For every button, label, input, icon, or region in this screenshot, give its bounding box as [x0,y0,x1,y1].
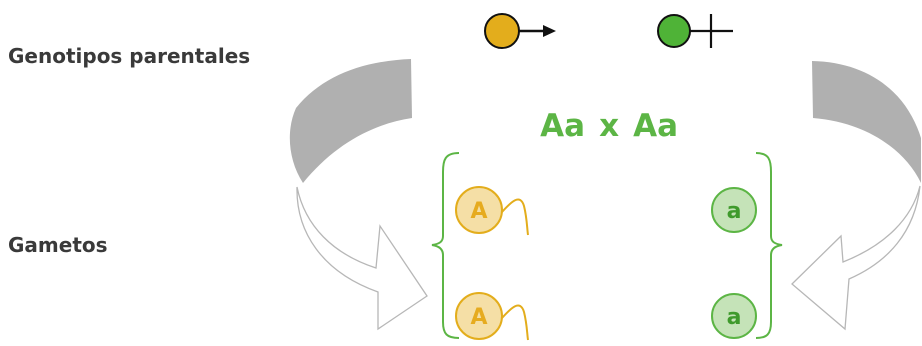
gamete-egg-a-2: a [711,293,757,339]
gamete-allele-label: A [470,199,487,224]
gamete-sperm-A-1: A [455,186,529,236]
right-curved-arrow-body-icon [812,61,921,183]
gamete-allele-label: A [470,305,487,330]
gamete-egg-a-1: a [711,187,757,233]
male-genotype: Aa [540,108,586,144]
sperm-tail-icon [501,198,529,236]
left-brace-icon [431,152,460,339]
male-symbol-icon [484,13,556,49]
gamete-allele-label: a [727,199,742,224]
parental-genotypes-label: Genotipos parentales [8,44,251,68]
gametes-label: Gametos [8,233,108,257]
cross-operator: x [599,108,620,144]
sperm-tail-icon [501,304,529,341]
gamete-allele-label: a [727,305,742,330]
left-curved-arrow-body-icon [289,59,412,183]
female-symbol-icon [657,14,733,48]
gamete-sperm-A-2: A [455,292,529,341]
right-brace-icon [755,152,783,339]
female-genotype: Aa [633,108,679,144]
left-curved-arrow-outline-icon [296,186,428,331]
right-curved-arrow-outline-icon [791,185,921,331]
